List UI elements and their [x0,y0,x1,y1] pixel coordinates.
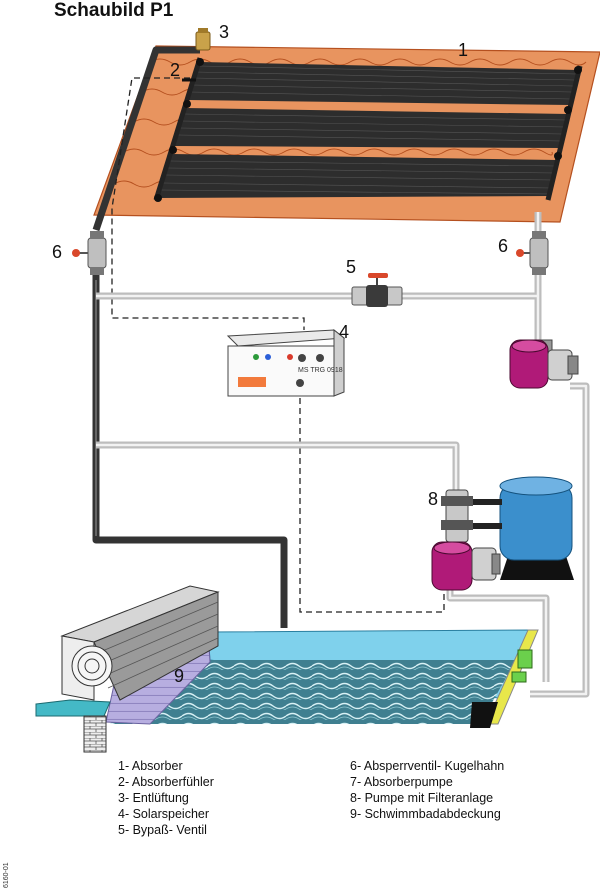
legend-item: 6- Absperrventil- Kugelhahn [350,759,504,773]
pool-corner-block [470,702,498,728]
filter-pump [431,541,501,591]
legend-item: 3- Entlüftung [118,791,189,805]
sand-filter [472,476,574,580]
callout-6-left: 6 [52,242,62,262]
callout-6-right: 6 [498,236,508,256]
legend-item: 8- Pumpe mit Filteranlage [350,791,493,805]
legend-item: 5- Bypaß- Ventil [118,823,207,837]
solar-controller: MS TRG 0918 [226,328,346,397]
callout-4: 4 [339,322,349,342]
side-code: 6160-01 [3,862,10,888]
sensor-cable [111,77,445,613]
controller-display [238,377,266,387]
legend-item: 7- Absorberpumpe [350,775,453,789]
bypass-valve [351,273,403,307]
absorber-pump [509,339,579,389]
legend: 1- Absorber 2- Absorberfühler 3- Entlüft… [118,759,504,837]
absorber-header-left [153,57,203,201]
callout-1: 1 [458,40,468,60]
controller-badge: MS TRG 0918 [298,367,343,374]
callout-3: 3 [219,22,229,42]
legend-item: 9- Schwimmbadabdeckung [350,807,501,821]
cover-roller-box [60,585,220,701]
valve-handle [516,249,524,257]
valve-handle [368,273,388,278]
pool-water [110,660,516,724]
ball-valve-right [516,231,549,275]
legend-item: 2- Absorberfühler [118,775,214,789]
return-pipes-inner [96,212,588,696]
absorber-strip-2 [174,108,568,148]
adjust-knob-1 [298,354,306,362]
valve-handle [72,249,80,257]
diagram-title: Schaubild P1 [54,0,174,21]
pool-deck [35,699,111,717]
multiport-valve [441,489,473,543]
air-vent [195,28,211,51]
inlet-nozzle [511,671,527,683]
swimming-pool [110,629,539,728]
callout-2: 2 [170,60,180,80]
callout-9: 9 [174,666,184,686]
status-led-blue [265,354,271,360]
status-led-red [287,354,293,360]
callout-8: 8 [428,489,438,509]
pool-cover [35,585,220,753]
status-led-green [253,354,259,360]
absorber-strip-3 [158,154,558,198]
adjust-knob-2 [316,354,324,362]
legend-item: 1- Absorber [118,759,183,773]
absorber-panel [153,57,583,202]
callout-5: 5 [346,257,356,277]
adjust-knob-3 [296,379,304,387]
legend-item: 4- Solarspeicher [118,807,209,821]
absorber-strip-1 [188,62,578,105]
pool-foundation [83,715,107,753]
absorber-header-right [545,65,583,201]
ball-valve-left [72,231,107,275]
skimmer [517,649,533,669]
